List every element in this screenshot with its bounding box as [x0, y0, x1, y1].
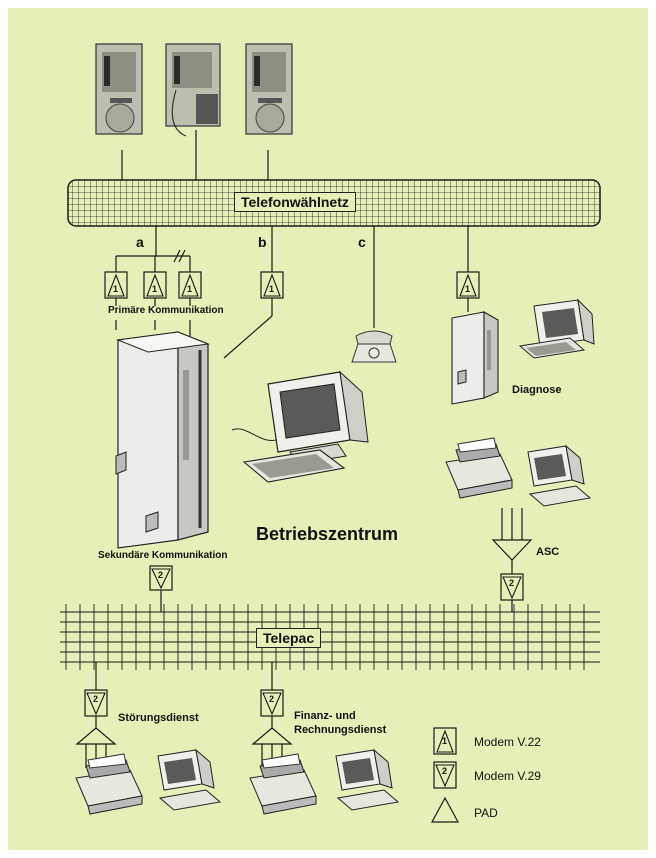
asc-connections — [501, 508, 523, 612]
secondary-communication-label: Sekundäre Kommunikation — [98, 550, 228, 561]
modem-number: 1 — [465, 284, 471, 294]
payphone-icon — [95, 43, 143, 135]
modem-number: 2 — [442, 766, 448, 776]
modem-v22-icon — [178, 271, 202, 299]
modem-number: 2 — [158, 570, 164, 580]
diagnosis-workstation-icon — [518, 298, 595, 359]
line-label-b: b — [258, 234, 267, 250]
workstation-icon — [231, 370, 369, 483]
terminal-icon — [335, 748, 400, 811]
printer-icon — [75, 753, 143, 815]
modem-number: 2 — [93, 694, 99, 704]
finance-service-label-line1: Finanz- und — [294, 710, 356, 722]
modem-number: 2 — [509, 578, 515, 588]
pad-icon — [251, 727, 293, 745]
modem-v22-icon — [260, 271, 284, 299]
telepac-grid-verticals — [65, 604, 585, 670]
asc-label: ASC — [536, 546, 560, 558]
pad-icon — [491, 539, 533, 561]
modem-v29-icon — [149, 565, 173, 591]
modem-v22-icon — [456, 271, 480, 299]
line-label-a: a — [136, 234, 144, 250]
telepac-network-label: Telepac — [256, 628, 322, 648]
fault-service-label: Störungsdienst — [118, 712, 199, 724]
diagnosis-label: Diagnose — [512, 384, 562, 396]
payphone-icon — [165, 43, 221, 137]
legend-modem-v22-icon — [433, 727, 457, 755]
printer-icon — [249, 753, 317, 815]
legend-modem-v29-icon — [433, 761, 457, 789]
printer-icon — [445, 437, 513, 499]
primary-communication-label: Primäre Kommunikation — [108, 305, 224, 316]
modem-number: 1 — [113, 284, 119, 294]
modem-number: 1 — [187, 284, 193, 294]
modem-v22-icon — [104, 271, 128, 299]
diagnosis-server-icon — [451, 311, 499, 405]
terminal-icon — [527, 444, 592, 507]
modem-v22-icon — [143, 271, 167, 299]
modem-number: 1 — [152, 284, 158, 294]
line-b-connection — [223, 226, 273, 359]
server-tower-icon — [115, 331, 210, 549]
modem-v29-icon — [84, 689, 108, 717]
modem-v29-icon — [260, 689, 284, 717]
legend-label-pad: PAD — [474, 806, 498, 820]
payphone-connections — [121, 130, 269, 180]
pad-icon — [75, 727, 117, 745]
line-label-c: c — [358, 234, 366, 250]
modem-number: 1 — [269, 284, 275, 294]
terminal-icon — [157, 748, 222, 811]
desk-telephone-icon — [351, 330, 397, 363]
payphone-icon — [245, 43, 293, 135]
telephone-network-label: Telefonwählnetz — [234, 192, 356, 212]
legend-label-modem-v22: Modem V.22 — [474, 735, 541, 749]
telepac-network-grid — [60, 611, 600, 663]
operations-center-label: Betriebszentrum — [256, 524, 399, 544]
legend-label-modem-v29: Modem V.29 — [474, 769, 541, 783]
finance-service-label-line2: Rechnungsdienst — [294, 724, 387, 736]
modem-v29-icon — [500, 573, 524, 601]
legend-pad-icon — [430, 796, 460, 823]
modem-number: 1 — [442, 736, 448, 746]
modem-number: 2 — [269, 694, 275, 704]
